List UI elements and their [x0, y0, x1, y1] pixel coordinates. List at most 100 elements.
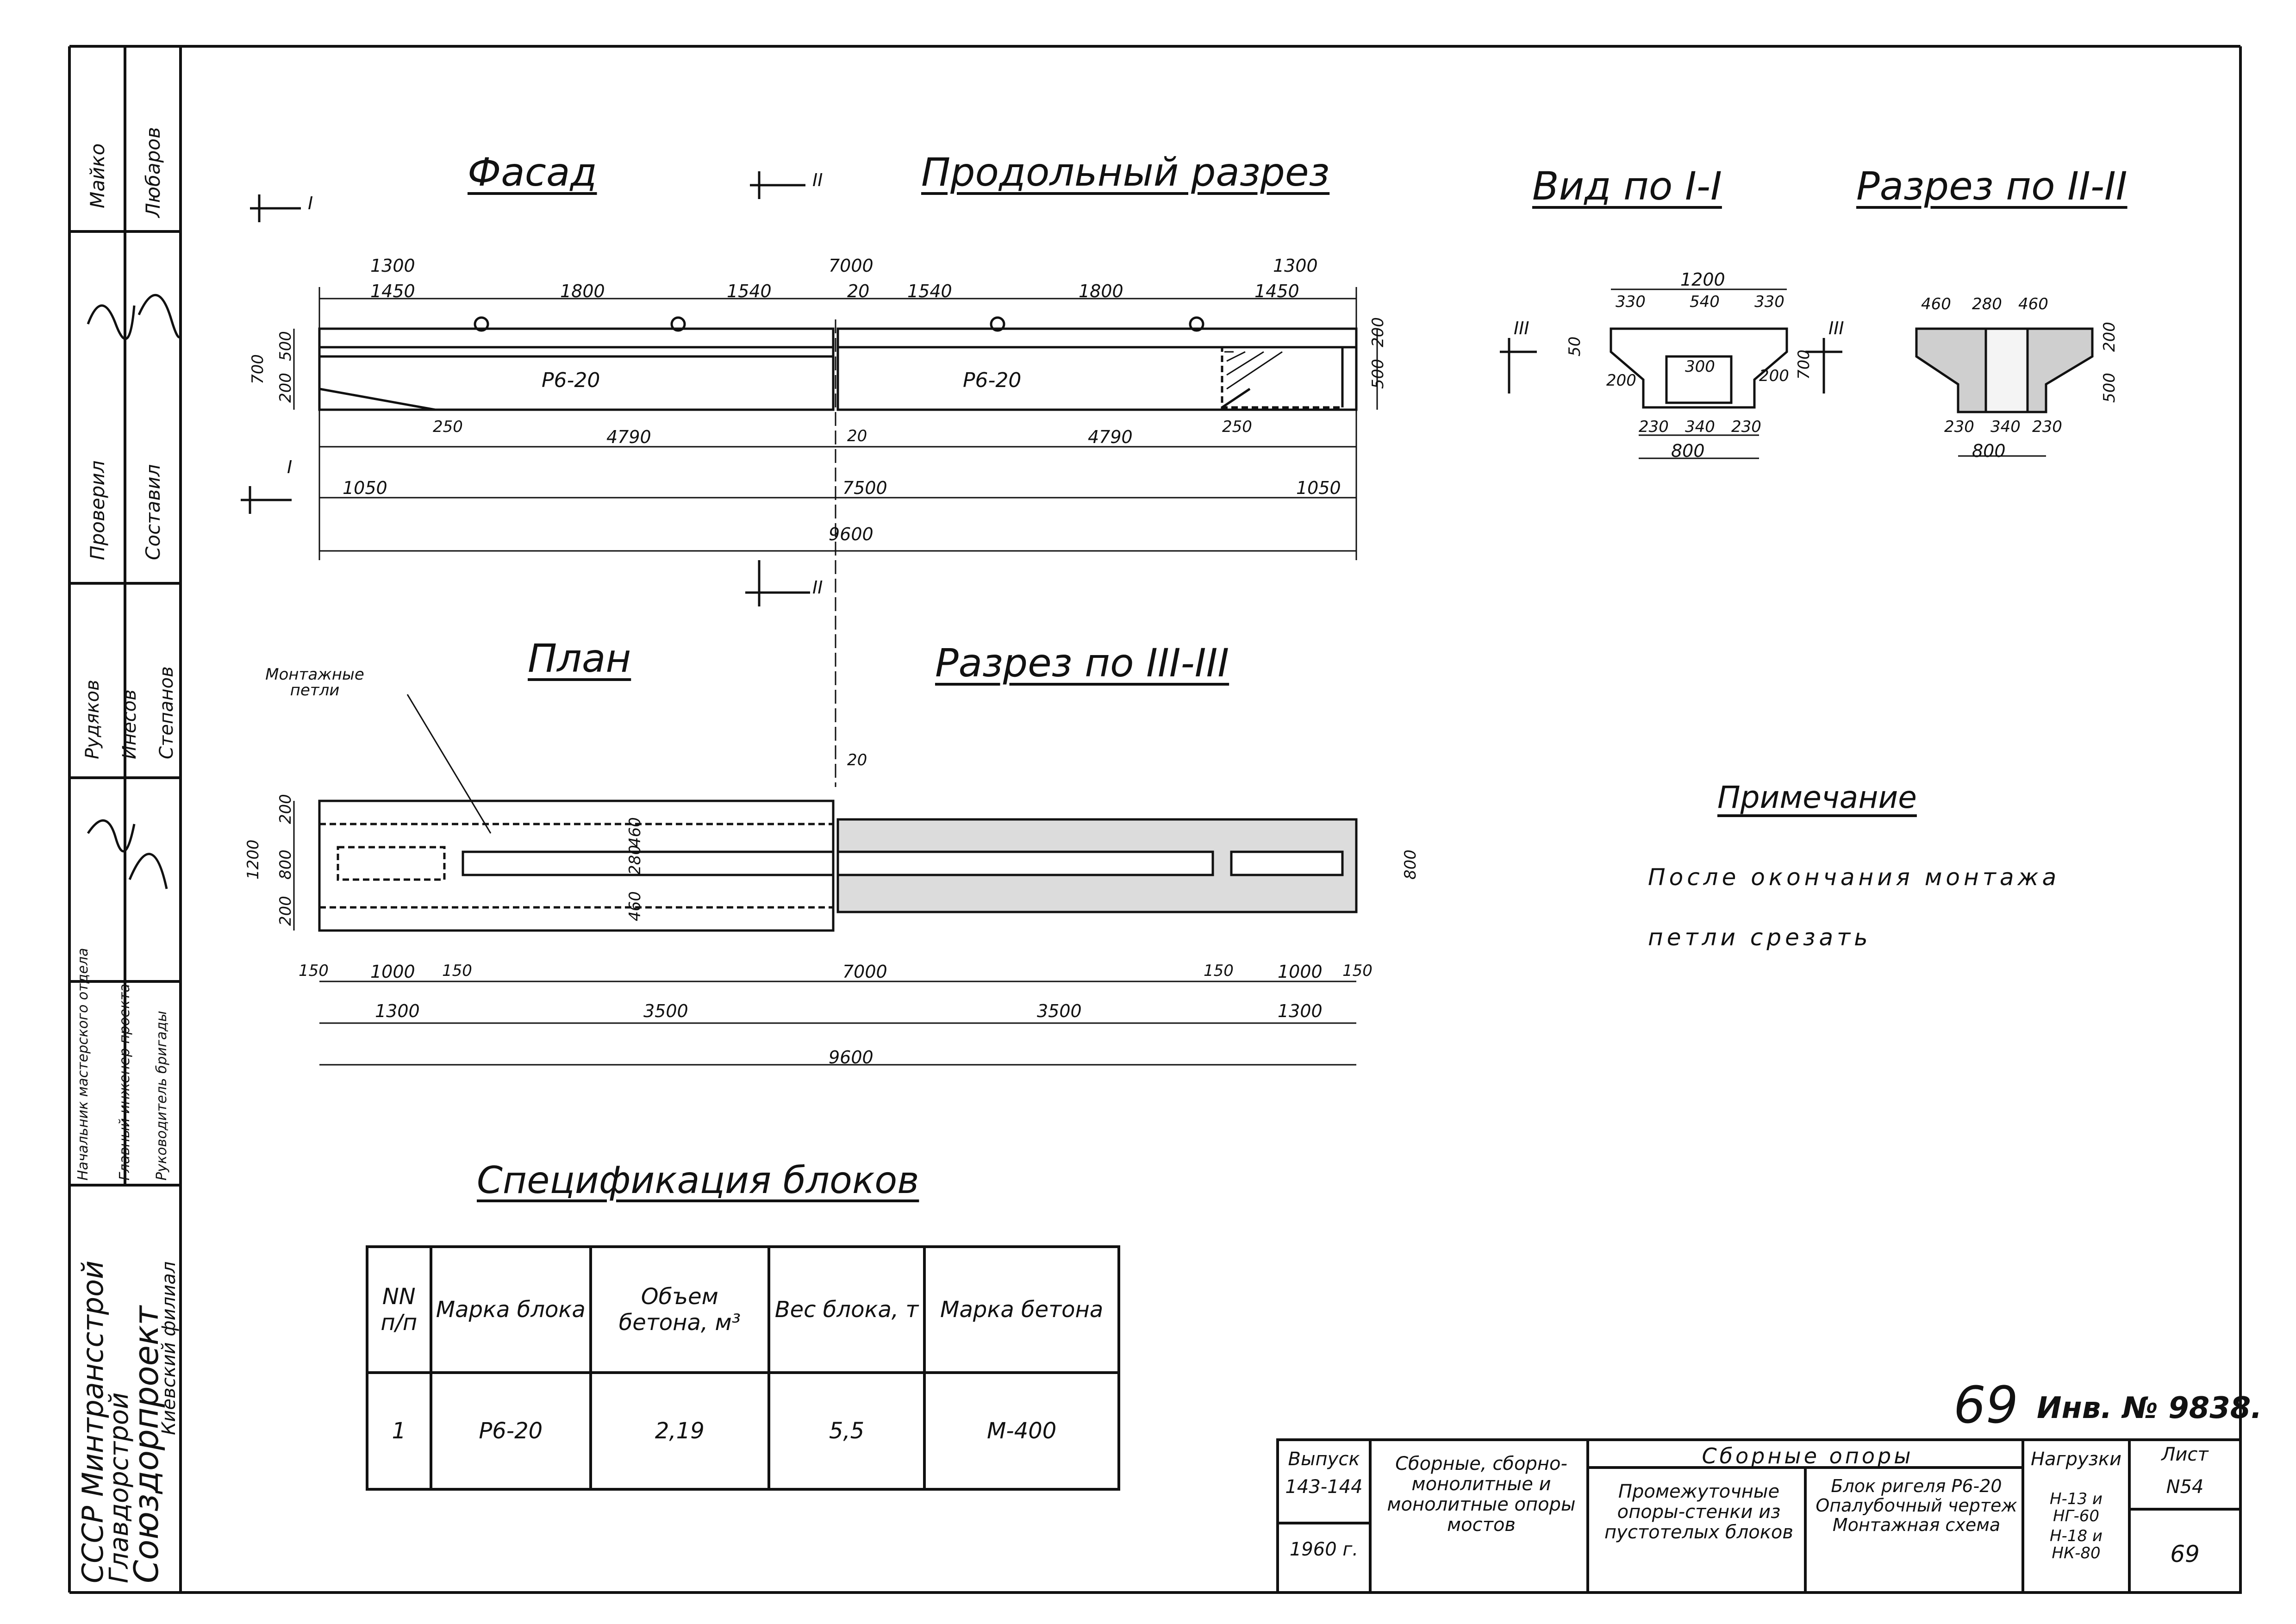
title-block: Выпуск 143-144 1960 г. Сборные, сборно-м…: [1278, 1440, 2240, 1597]
dim-330-left: 330: [1616, 293, 1646, 311]
plan-dim-3500-right: 3500: [1037, 1001, 1082, 1021]
stamp-loads-1: Н-13 и НГ-60: [2049, 1490, 2103, 1526]
spec-cell-mark: Р6-20: [429, 1371, 592, 1491]
section-3-3-drawing: [836, 818, 1358, 913]
section-mark-ii-bottom: II: [812, 577, 823, 598]
note-title: Примечание: [1717, 780, 1917, 815]
stamp-subgroup: Промежуточные опоры-стенки из пустотелых…: [1604, 1481, 1793, 1543]
plan-dimension-lines: [293, 694, 1356, 1066]
dim-340-section2: 340: [1990, 418, 2021, 436]
dim-1200: 1200: [1680, 269, 1725, 290]
plan-dim-3500-left: 3500: [643, 1001, 688, 1021]
plan-dim-150-c: 150: [1204, 962, 1234, 980]
section-2-2-drawing: [1915, 327, 2094, 457]
dim-460-left: 460: [1921, 295, 1951, 313]
plan-dim-200-bottom: 200: [276, 896, 295, 926]
dim-4790-left: 4790: [606, 427, 651, 447]
section-mark-i-top: I: [308, 193, 313, 213]
plan-dim-20: 20: [847, 751, 867, 769]
spec-table: NN п/п Марка блока Объем бетона, м³ Вес …: [366, 1245, 1120, 1491]
dim-340: 340: [1685, 418, 1715, 436]
dim-200-right-inner: 200: [1759, 367, 1789, 385]
section-2-2-title: Разрез по II-II: [1856, 163, 2128, 209]
spec-header-mark: Марка блока: [429, 1245, 592, 1374]
section-mark-iii-left: III: [1514, 318, 1529, 338]
dim-1450-left: 1450: [370, 281, 415, 301]
name-lyubarov: Любаров: [142, 127, 164, 218]
block-label-right: Р6-20: [963, 369, 1022, 392]
dim-540: 540: [1690, 293, 1720, 311]
dim-250-right: 250: [1222, 418, 1252, 436]
spec-cell-weight: 5,5: [767, 1371, 926, 1491]
dim-1300-top-right: 1300: [1273, 256, 1318, 276]
spec-header-row: NN п/п Марка блока Объем бетона, м³ Вес …: [366, 1245, 1120, 1374]
dim-300-inner: 300: [1685, 357, 1715, 376]
inventory-number: Инв. № 9838.: [2037, 1391, 2262, 1425]
section-mark-iii-right: III: [1828, 318, 1844, 338]
dim-230-left-section2: 230: [1944, 418, 1974, 436]
hatched-sections: [1224, 351, 1283, 390]
facade-title: Фасад: [468, 150, 597, 195]
spec-row: 1 Р6-20 2,19 5,5 М-400: [366, 1371, 1120, 1491]
dim-250-left: 250: [433, 418, 463, 436]
stamp-year: 1960 г.: [1289, 1539, 1359, 1560]
name-mayko: Майко: [86, 143, 109, 208]
dim-500-section2: 500: [2100, 373, 2119, 403]
view-1-1-title: Вид по I-I: [1532, 163, 1722, 209]
dim-200-left-inner: 200: [1606, 371, 1636, 390]
dim-9600-facade: 9600: [829, 524, 873, 544]
spec-cell-nn: 1: [366, 1371, 432, 1491]
plan-dim-9600: 9600: [829, 1047, 873, 1068]
spec-cell-volume: 2,19: [589, 1371, 770, 1491]
spec-cell-concrete: М-400: [923, 1371, 1120, 1491]
dim-200-right-vertical: 200: [1369, 317, 1387, 347]
plan-dim-200-top: 200: [276, 794, 295, 824]
dim-230-right-section2: 230: [2032, 418, 2062, 436]
plan-dim-460-top: 460: [626, 817, 644, 847]
dim-4790-right: 4790: [1088, 427, 1133, 447]
plan-dim-150-d: 150: [1342, 962, 1373, 980]
signatures: [87, 292, 181, 889]
sheet-number-large: 69: [1953, 1375, 2018, 1435]
dim-700-vertical: 700: [249, 354, 267, 384]
stamp-issue-label: Выпуск: [1288, 1449, 1360, 1470]
section-mark-ii-top: II: [812, 170, 823, 190]
stamp-group-title: Сборные опоры: [1702, 1443, 1914, 1468]
dim-230-left: 230: [1639, 418, 1669, 436]
dim-50: 50: [1566, 336, 1584, 356]
plan-dim-7000: 7000: [842, 962, 887, 982]
section-marks: [241, 171, 1842, 606]
dim-1050-right: 1050: [1296, 478, 1341, 498]
dim-20-bottom: 20: [847, 427, 867, 445]
stamp-sheet-code: N54: [2166, 1476, 2204, 1498]
dim-700-cross: 700: [1795, 350, 1813, 380]
view-1-1-drawing: [1610, 288, 1788, 459]
dim-1050-left: 1050: [343, 478, 387, 498]
plan-dim-280: 280: [626, 845, 644, 875]
facade-drawing: [293, 287, 1378, 787]
dim-500-vertical: 500: [276, 331, 295, 361]
stamp-drawing-title: Блок ригеля Р6-20 Опалубочный чертеж Мон…: [1816, 1476, 2017, 1535]
mounting-loops-label: Монтажные петли: [265, 665, 364, 700]
long-section-title: Продольный разрез: [921, 150, 1330, 195]
dim-1800-left: 1800: [560, 281, 605, 301]
section-3-3-title: Разрез по III-III: [935, 640, 1229, 686]
stamp-issue-value: 143-144: [1285, 1476, 1363, 1498]
dim-1300-top-left: 1300: [370, 256, 415, 276]
spec-header-concrete: Марка бетона: [923, 1245, 1120, 1374]
plan-dim-150-a: 150: [299, 962, 329, 980]
title-block-frame: [1276, 1438, 2242, 1594]
note-line-1: После окончания монтажа: [1648, 864, 2060, 891]
plan-dim-1000-left: 1000: [370, 962, 415, 982]
plan-drawing: [318, 800, 835, 932]
plan-dim-800: 800: [276, 849, 295, 880]
dim-200-section2: 200: [2100, 322, 2119, 352]
plan-dim-1000-right: 1000: [1278, 962, 1323, 982]
org-ministry: СССР Минтрансстрой: [76, 1260, 110, 1583]
plan-dim-460-bottom: 460: [626, 891, 644, 921]
spec-title: Спецификация блоков: [477, 1159, 919, 1202]
block-label-left: Р6-20: [542, 369, 600, 392]
dim-500-right-vertical: 500: [1369, 359, 1387, 389]
dim-20-top: 20: [847, 281, 870, 301]
